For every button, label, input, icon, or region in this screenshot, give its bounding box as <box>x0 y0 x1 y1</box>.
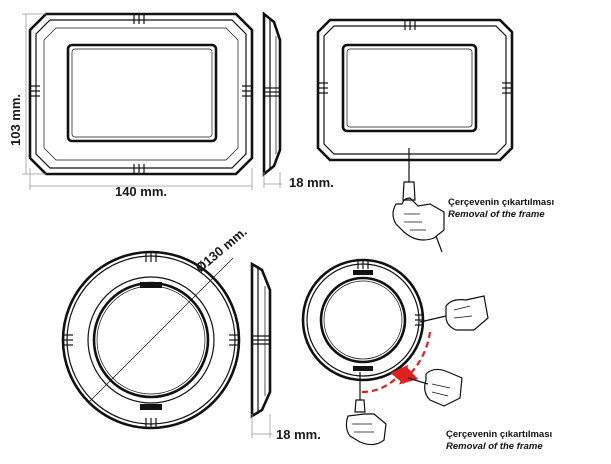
screwdriver-hand-icon <box>407 368 463 407</box>
rect-width-dimension <box>29 168 253 190</box>
removal-arrow-1 <box>399 331 432 385</box>
caption-2-tr: Çerçevenin çıkartılması <box>446 429 552 440</box>
rect-height-label: 103 mm. <box>8 94 23 146</box>
round-lamp-side-view <box>250 261 272 419</box>
round-lamp-removal-view <box>301 258 425 382</box>
rect-lamp-side-view <box>262 11 282 177</box>
round-diameter-line <box>88 257 234 403</box>
screwdriver-hand-icon <box>392 148 445 253</box>
round-depth-dimension <box>251 414 272 438</box>
rect-height-dimension <box>22 13 46 175</box>
caption-1-en: Removal of the frame <box>448 209 545 220</box>
rect-lamp-front-view <box>28 12 254 176</box>
rect-width-label: 140 mm. <box>115 184 167 199</box>
caption-2-en: Removal of the frame <box>446 441 543 452</box>
screwdriver-hand-icon <box>345 372 387 446</box>
rect-depth-dimension <box>263 172 282 188</box>
screwdriver-hand-icon <box>419 295 489 331</box>
round-lamp-front-view <box>61 250 241 430</box>
rect-depth-label: 18 mm. <box>289 175 334 190</box>
round-depth-label: 18 mm. <box>276 427 321 442</box>
caption-1-tr: Çerçevenin çıkartılması <box>448 197 554 208</box>
rect-lamp-removal-view <box>316 18 514 162</box>
round-diameter-label: Ø130 mm. <box>192 224 249 275</box>
removal-arrow-2 <box>361 364 409 394</box>
